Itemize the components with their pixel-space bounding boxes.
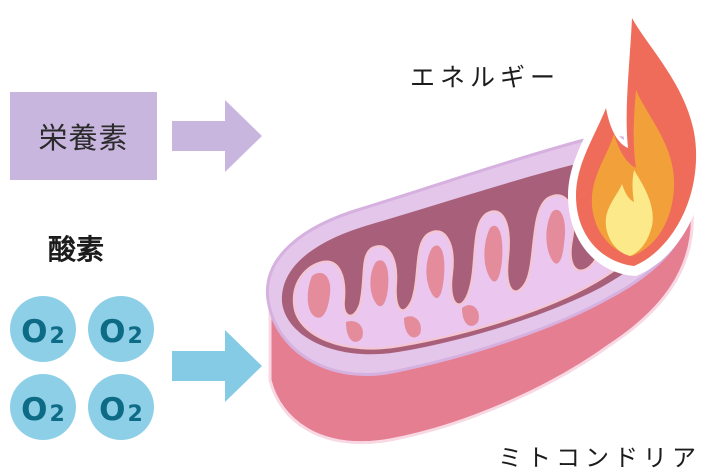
mitochondria-label: ミトコンドリア	[498, 444, 701, 472]
oxygen-subscript: 2	[127, 324, 143, 349]
oxygen-subscript: 2	[49, 324, 65, 349]
oxygen-subscript: 2	[49, 402, 65, 427]
oxygen-letter: O	[99, 314, 126, 350]
oxygen-arrow-icon	[172, 330, 262, 402]
energy-label: エネルギー	[410, 63, 561, 92]
nutrient-box: 栄養素	[10, 92, 157, 180]
oxygen-label: 酸素	[48, 233, 105, 266]
oxygen-letter: O	[21, 392, 48, 428]
flame-icon	[568, 8, 705, 276]
nutrient-label: 栄養素	[38, 121, 129, 155]
oxygen-subscript: 2	[127, 402, 143, 427]
oxygen-letter: O	[21, 314, 48, 350]
nutrient-arrow-icon	[172, 100, 262, 172]
oxygen-letter: O	[99, 392, 126, 428]
